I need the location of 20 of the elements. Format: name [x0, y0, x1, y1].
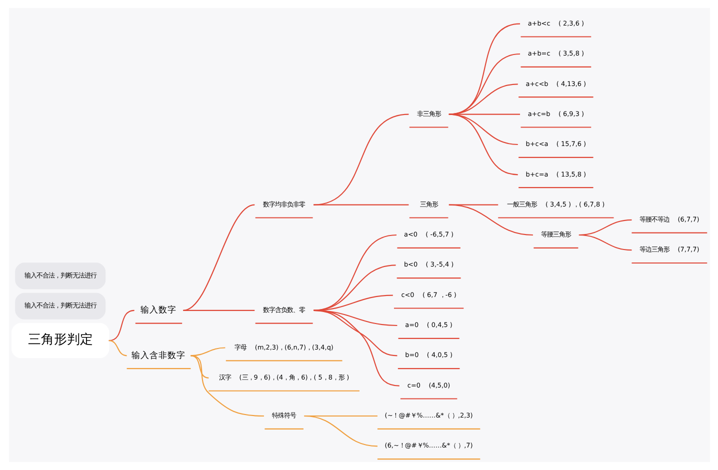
connector [190, 355, 208, 378]
connector [182, 204, 254, 311]
node-text: 输入含非数字 [131, 350, 186, 361]
node-box: 三角形判定 [11, 322, 109, 358]
connector [448, 204, 532, 236]
node-text: 输入数字 [140, 306, 176, 316]
connector [190, 355, 264, 417]
connector [304, 415, 377, 447]
connector [312, 114, 408, 206]
connector [190, 347, 225, 356]
connector [448, 114, 518, 176]
connector [448, 23, 520, 115]
connector [108, 340, 126, 356]
connector [182, 310, 254, 311]
connector [313, 204, 408, 206]
connector [448, 84, 518, 115]
connector [313, 310, 399, 386]
connector [108, 310, 134, 342]
connector [448, 53, 520, 115]
connector [578, 234, 632, 251]
